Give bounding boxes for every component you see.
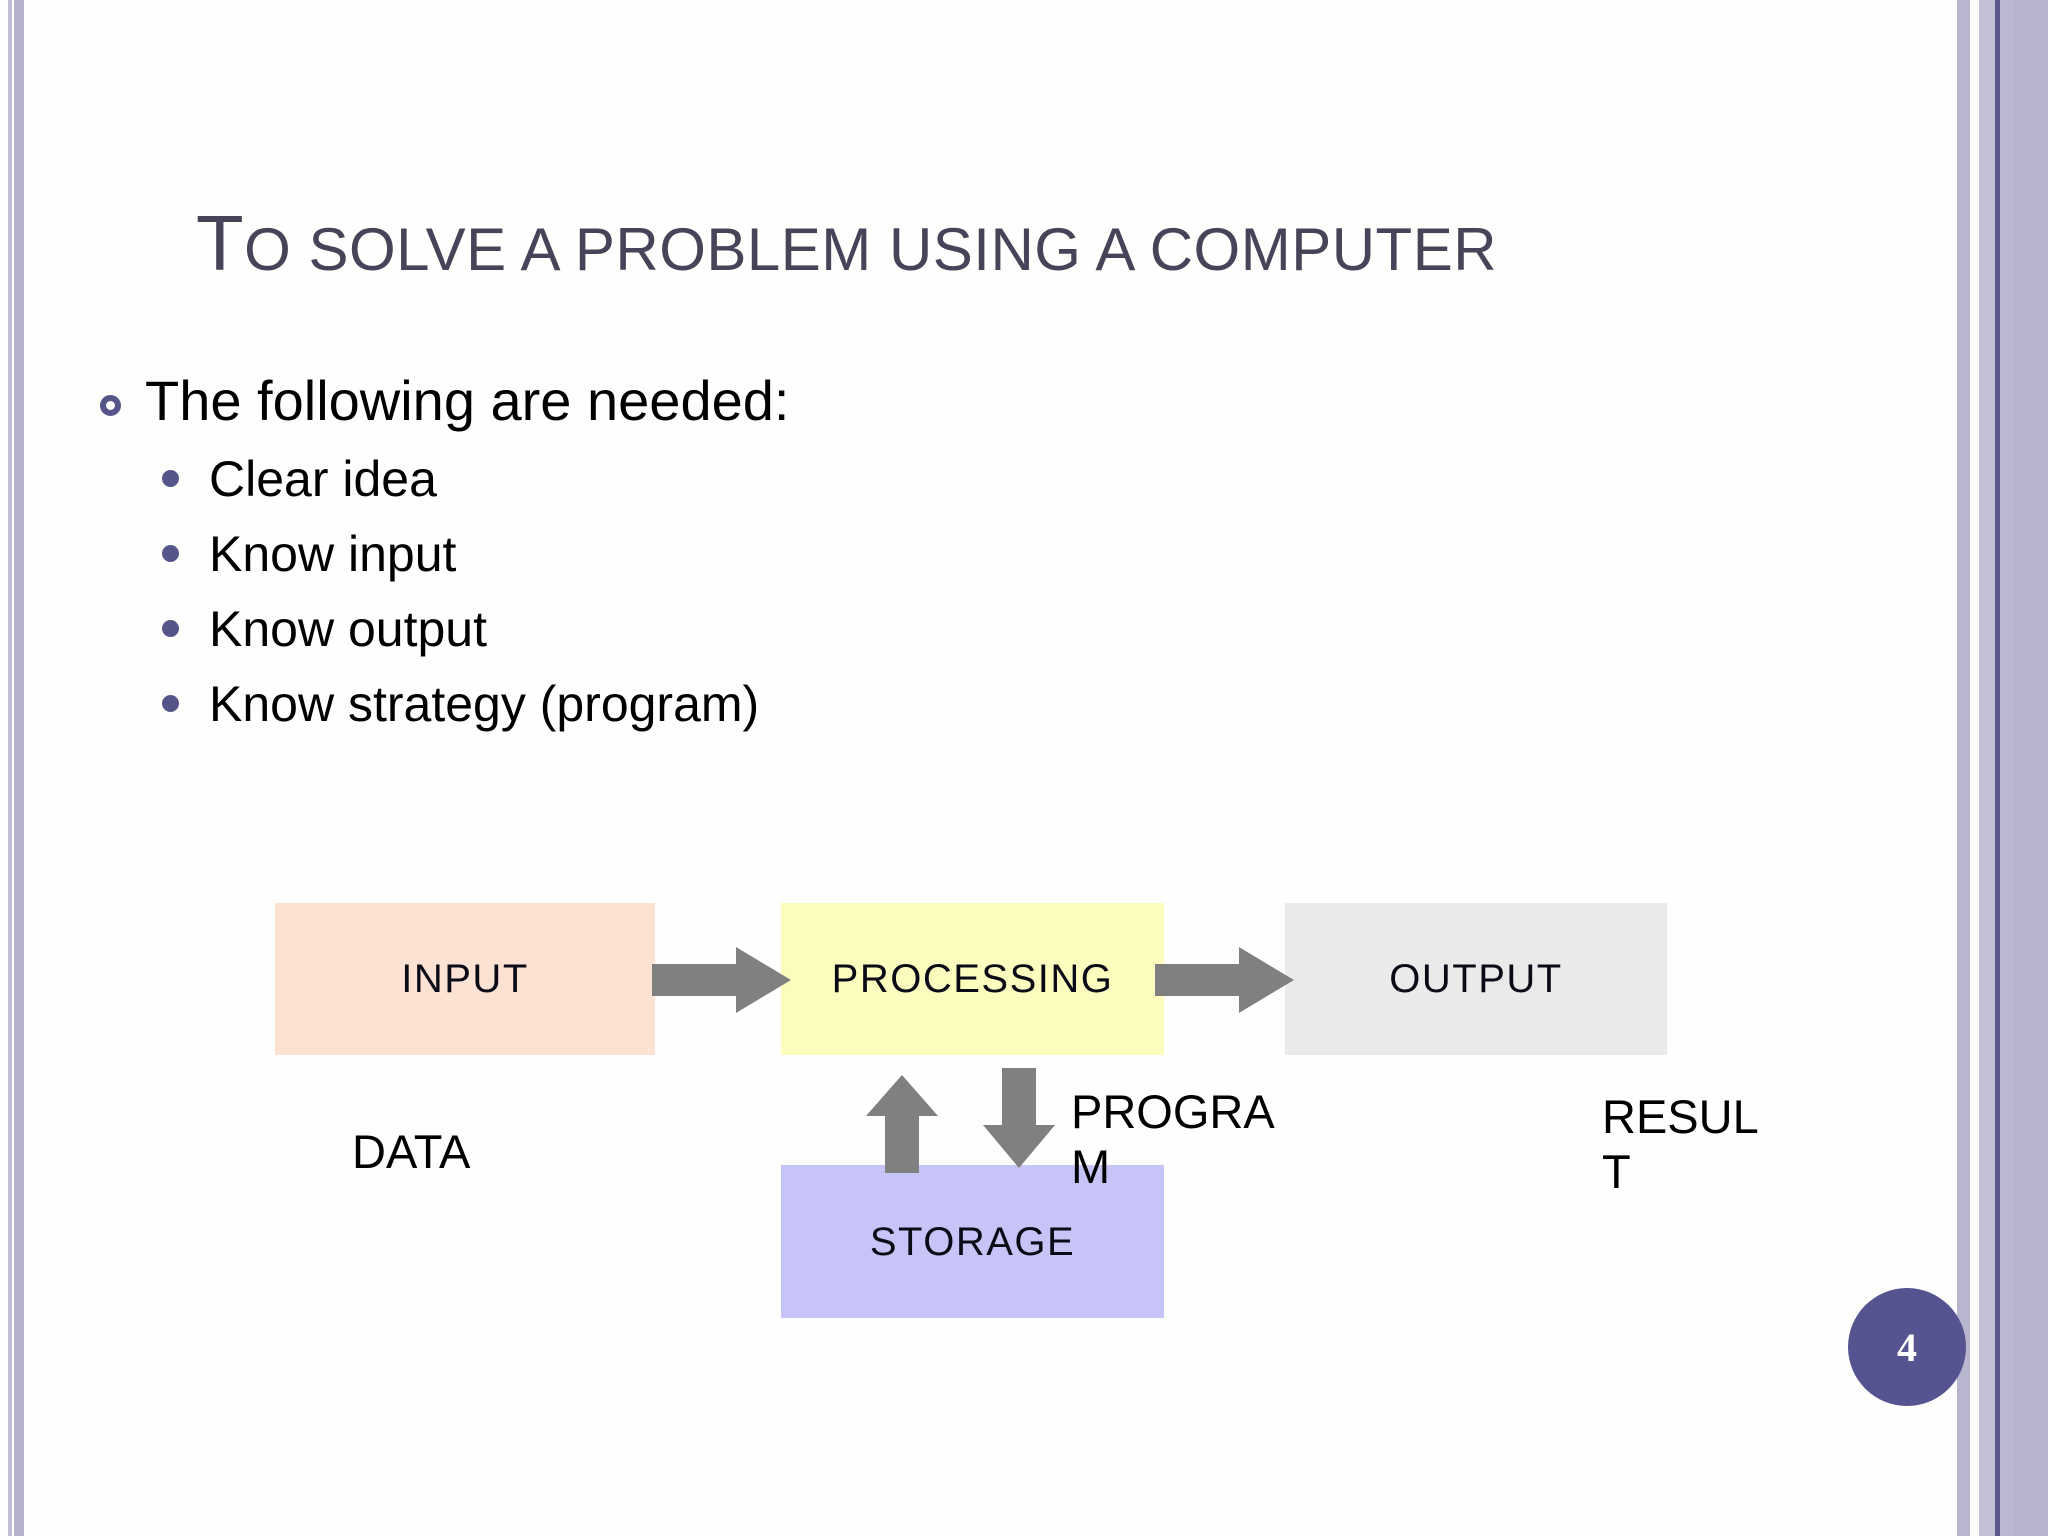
arrow-right-icon (1155, 947, 1294, 1013)
border-stripe-right-3 (2000, 0, 2014, 1536)
bullet-level1-lead: The following are needed: (100, 368, 1500, 434)
slide-title-rest: O SOLVE A PROBLEM USING A COMPUTER (244, 216, 1498, 283)
diagram-box-storage-label: STORAGE (869, 1219, 1076, 1264)
slide-title: TO SOLVE A PROBLEM USING A COMPUTER (196, 198, 1497, 289)
arrow-right-icon (652, 947, 791, 1013)
round-bullet-icon (162, 470, 179, 488)
list-item-label: Know output (209, 601, 487, 658)
diagram-callout-result: RESUL T (1602, 1090, 1759, 1198)
round-bullet-icon (162, 620, 179, 638)
slide-body: The following are needed: Clear idea Kno… (100, 368, 1500, 752)
diagram-box-output: OUTPUT (1285, 903, 1667, 1055)
list-item: Know output (162, 602, 1500, 657)
diagram-box-processing-label: PROCESSING (831, 957, 1114, 1001)
round-bullet-icon (162, 695, 179, 713)
arrow-down-icon (983, 1068, 1055, 1168)
border-stripe-right-accent-line (1995, 0, 2000, 1536)
diagram-box-processing: PROCESSING (781, 903, 1164, 1055)
bullet-level1-label: The following are needed: (145, 369, 790, 432)
hollow-circle-bullet-icon (100, 395, 121, 416)
diagram-box-input: INPUT (275, 903, 655, 1055)
list-item: Know strategy (program) (162, 677, 1500, 732)
diagram-box-storage: STORAGE (781, 1165, 1164, 1318)
diagram-box-input-label: INPUT (401, 957, 529, 1001)
arrow-up-icon (866, 1075, 938, 1173)
list-item-label: Know input (209, 526, 457, 583)
border-stripe-left-inner (14, 0, 24, 1536)
list-item-label: Know strategy (program) (209, 676, 760, 733)
diagram-callout-program: PROGRA M (1071, 1085, 1275, 1193)
border-stripe-right-1 (1957, 0, 1970, 1536)
list-item: Clear idea (162, 452, 1500, 507)
border-stripe-right-4 (2014, 0, 2048, 1536)
border-stripe-left-outer (8, 0, 12, 1536)
round-bullet-icon (162, 545, 179, 563)
page-number-label: 4 (1897, 1324, 1917, 1370)
border-stripe-right-2 (1979, 0, 1995, 1536)
page-number-badge: 4 (1848, 1288, 1966, 1406)
diagram-callout-data: DATA (352, 1125, 471, 1178)
list-item: Know input (162, 527, 1500, 582)
slide-title-first-letter: T (196, 199, 245, 287)
list-item-label: Clear idea (209, 451, 437, 508)
bullet-sublist: Clear idea Know input Know output Know s… (100, 452, 1500, 732)
diagram-box-output-label: OUTPUT (1389, 957, 1563, 1001)
